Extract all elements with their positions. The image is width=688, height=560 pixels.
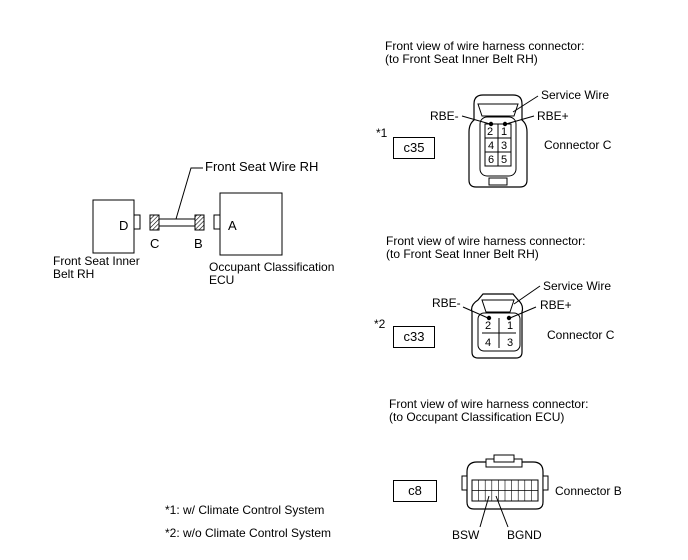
- conn1-title-line1: Front view of wire harness connector:: [385, 39, 585, 53]
- conn2-title-line1: Front view of wire harness connector:: [386, 234, 586, 248]
- conn1-code-box: c35: [393, 137, 435, 159]
- conn2-pin: 3: [507, 337, 514, 349]
- conn1-title-line2: (to Front Seat Inner Belt RH): [385, 52, 538, 66]
- occupant-classification-ecu-box: [213, 192, 283, 256]
- conn3-connector-label: Connector B: [555, 484, 622, 498]
- ecu-label-line1: Occupant Classification: [209, 260, 335, 274]
- conn3-title-line2: (to Occupant Classification ECU): [389, 410, 565, 424]
- conn1-pin: 3: [501, 140, 508, 152]
- conn2-code-box: c33: [393, 326, 435, 348]
- conn1-pin: 1: [501, 126, 508, 138]
- front-seat-wire: [149, 167, 205, 231]
- conn1-rbe-minus: RBE-: [430, 109, 459, 123]
- connector-c8-drawing: [461, 454, 549, 528]
- pin-d-label: D: [119, 218, 129, 233]
- conn2-pin: 1: [507, 320, 514, 332]
- conn1-note-marker: *1: [376, 126, 388, 140]
- conn3-code-box: c8: [393, 480, 437, 502]
- conn3-title-line1: Front view of wire harness connector:: [389, 397, 589, 411]
- conn1-pin: 5: [501, 154, 508, 166]
- pin-c-label: C: [150, 236, 160, 251]
- pin-a-label: A: [228, 218, 237, 233]
- pin-b-label: B: [194, 236, 203, 251]
- conn2-pin: 2: [485, 320, 492, 332]
- belt-label-line1: Front Seat Inner: [53, 254, 140, 268]
- bgnd-label: BGND: [507, 528, 542, 542]
- conn1-rbe-plus: RBE+: [537, 109, 569, 123]
- conn2-connector-label: Connector C: [547, 328, 615, 342]
- ecu-label-line2: ECU: [209, 273, 235, 287]
- conn2-pin: 4: [485, 337, 492, 349]
- conn2-rbe-plus: RBE+: [540, 298, 572, 312]
- footnote-2: *2: w/o Climate Control System: [165, 526, 332, 540]
- conn2-note-marker: *2: [374, 317, 386, 331]
- conn1-connector-label: Connector C: [544, 138, 612, 152]
- belt-label-line2: Belt RH: [53, 267, 95, 281]
- conn2-service-wire: Service Wire: [543, 279, 612, 293]
- front-seat-inner-belt-box: [92, 199, 141, 254]
- conn2-rbe-minus: RBE-: [432, 296, 461, 310]
- conn1-pin: 2: [487, 126, 494, 138]
- conn1-pin: 4: [488, 140, 495, 152]
- front-seat-wire-label: Front Seat Wire RH: [205, 159, 319, 174]
- connector-c33-drawing: [462, 285, 541, 359]
- conn1-service-wire: Service Wire: [541, 88, 610, 102]
- footnote-1: *1: w/ Climate Control System: [165, 503, 325, 517]
- conn1-pin: 6: [488, 154, 495, 166]
- conn2-title-line2: (to Front Seat Inner Belt RH): [386, 247, 539, 261]
- connector-c35-drawing: [461, 94, 539, 188]
- bsw-label: BSW: [452, 528, 480, 542]
